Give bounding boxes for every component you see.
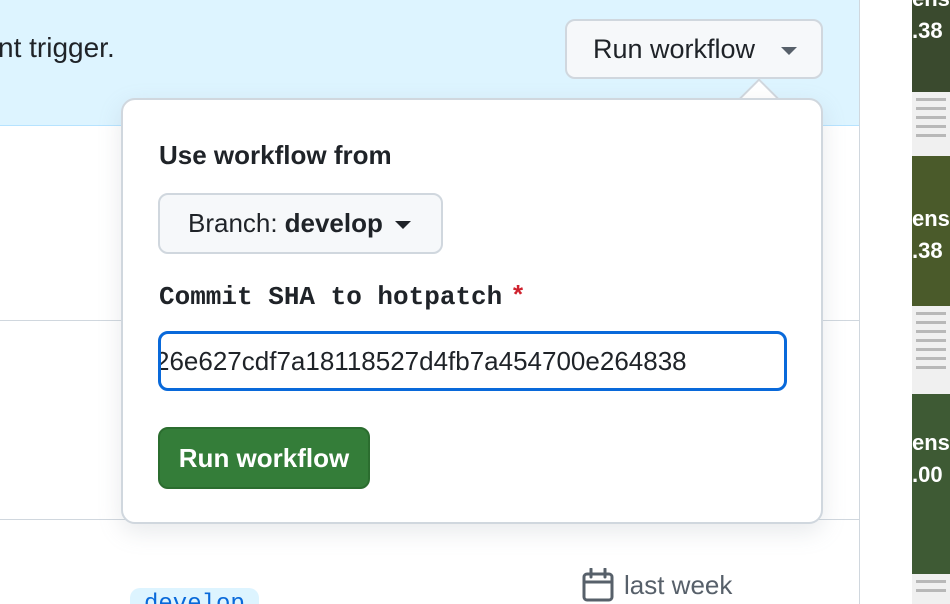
thumbnail[interactable] (912, 92, 950, 156)
branch-select-button[interactable]: Branch: develop (158, 193, 443, 254)
kebab-menu-icon[interactable]: ... (778, 598, 807, 604)
run-workflow-label: Run workflow (593, 33, 756, 64)
thumbnail[interactable] (912, 306, 950, 394)
run-date: last week (582, 568, 732, 602)
run-workflow-submit-button[interactable]: Run workflow (158, 427, 370, 489)
calendar-icon (582, 568, 614, 602)
thumbnail[interactable]: ens .38 (912, 0, 950, 92)
workflow-run-row[interactable]: develop last week ... (0, 520, 859, 604)
thumbnail[interactable] (912, 574, 950, 604)
run-workflow-popover: Use workflow from Branch: develop Commit… (121, 98, 823, 524)
run-workflow-dropdown-button[interactable]: Run workflow (565, 19, 823, 79)
run-date-text: last week (624, 569, 733, 600)
popover-title: Use workflow from (159, 140, 392, 170)
banner-text: nt trigger. (0, 32, 115, 63)
branch-tag[interactable]: develop (130, 588, 259, 604)
commit-sha-input[interactable] (158, 331, 787, 391)
thumbnail[interactable]: ens .00 (912, 394, 950, 574)
required-asterisk: * (510, 282, 526, 312)
thumbnail[interactable]: ens .38 (912, 156, 950, 306)
chevron-down-icon (394, 220, 411, 229)
branch-select-value: develop (284, 208, 383, 238)
sidebar-thumbnails: ens .38 ens .38 ens .00 (912, 0, 950, 604)
branch-select-prefix: Branch: (188, 208, 278, 238)
commit-sha-label-text: Commit SHA to hotpatch (159, 282, 503, 312)
chevron-down-icon (781, 47, 798, 55)
commit-sha-label: Commit SHA to hotpatch* (159, 282, 526, 312)
